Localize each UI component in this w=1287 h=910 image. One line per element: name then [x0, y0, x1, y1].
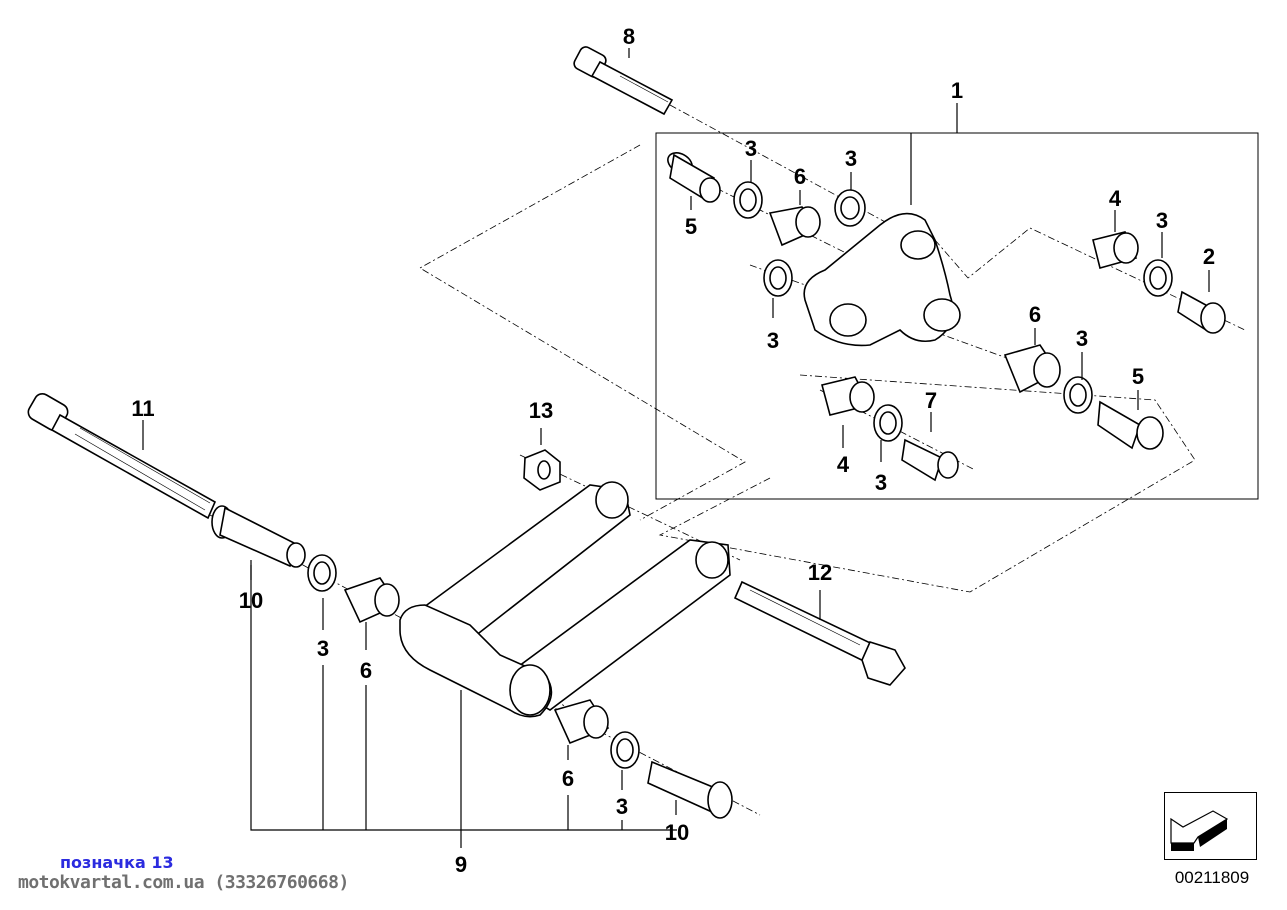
axis-line-upper-left — [419, 144, 746, 521]
part-3-seal-g — [307, 554, 337, 592]
part-6-bushing-a — [768, 206, 821, 247]
reference-box — [1164, 792, 1257, 860]
part-3-seal-e — [1063, 376, 1093, 414]
part-8-bolt — [573, 46, 674, 116]
part-3-seal-b — [834, 189, 866, 227]
part-12-bolt — [733, 580, 906, 686]
part-6-bushing-c — [343, 577, 400, 624]
callout-10: 10 — [665, 820, 689, 845]
part-6-bushing-d — [553, 699, 610, 745]
axis-bolt-8 — [669, 104, 901, 231]
part-13-nut — [523, 449, 561, 491]
callout-8: 8 — [623, 24, 635, 49]
part-5-sleeve-upper — [667, 152, 721, 203]
callout-7: 7 — [925, 388, 937, 413]
part-11-long-bolt — [27, 393, 217, 520]
part-2-sleeve — [1177, 290, 1226, 334]
part-7-sleeve — [901, 438, 959, 482]
callout-1: 1 — [951, 78, 963, 103]
callout-3: 3 — [317, 636, 329, 661]
part-3-seal-h — [610, 731, 640, 769]
callout-6: 6 — [360, 658, 372, 683]
callout-3: 3 — [745, 136, 757, 161]
callout-2: 2 — [1203, 244, 1215, 269]
part-5-sleeve-lower — [1097, 400, 1164, 450]
callout-6: 6 — [794, 164, 806, 189]
callout-6: 6 — [562, 766, 574, 791]
watermark: motokvartal.com.ua (33326760668) — [18, 872, 349, 893]
callout-3: 3 — [845, 146, 857, 171]
caption: позначка 13 — [60, 853, 174, 872]
part-3-seal-d — [1143, 259, 1173, 297]
callout-3: 3 — [1156, 208, 1168, 233]
callout-3: 3 — [767, 328, 779, 353]
axis-line-top-right — [934, 227, 1246, 331]
callout-3: 3 — [616, 794, 628, 819]
callout-11: 11 — [131, 396, 154, 421]
reference-number: 00211809 — [1174, 868, 1250, 887]
part-3-seal-a — [733, 181, 763, 219]
part-6-bushing-b — [1003, 344, 1061, 394]
part-4-bushing-upper — [1092, 231, 1139, 269]
callout-4: 4 — [837, 452, 850, 477]
part-4-bushing-lower — [821, 376, 875, 416]
part-1-lever — [803, 212, 961, 347]
arrow-left-down-icon — [1170, 810, 1229, 851]
part-9-linkage — [399, 481, 731, 718]
part-10-sleeve-left — [211, 505, 306, 568]
callout-12: 12 — [808, 560, 832, 585]
callout-5: 5 — [1132, 364, 1144, 389]
axis-line-right — [658, 459, 1196, 593]
callout-5: 5 — [685, 214, 697, 239]
leaders — [142, 48, 1210, 848]
callout-4: 4 — [1109, 186, 1122, 211]
callout-10: 10 — [239, 588, 263, 613]
callout-13: 13 — [529, 398, 553, 423]
part-3-seal-c — [763, 259, 793, 297]
callout-3: 3 — [1076, 326, 1088, 351]
callout-3: 3 — [875, 470, 887, 495]
callout-6: 6 — [1029, 302, 1041, 327]
part-3-seal-f — [873, 404, 903, 442]
axis-line-mid — [799, 374, 1196, 461]
part-10-sleeve-right — [647, 760, 733, 819]
callout-9: 9 — [455, 852, 467, 877]
